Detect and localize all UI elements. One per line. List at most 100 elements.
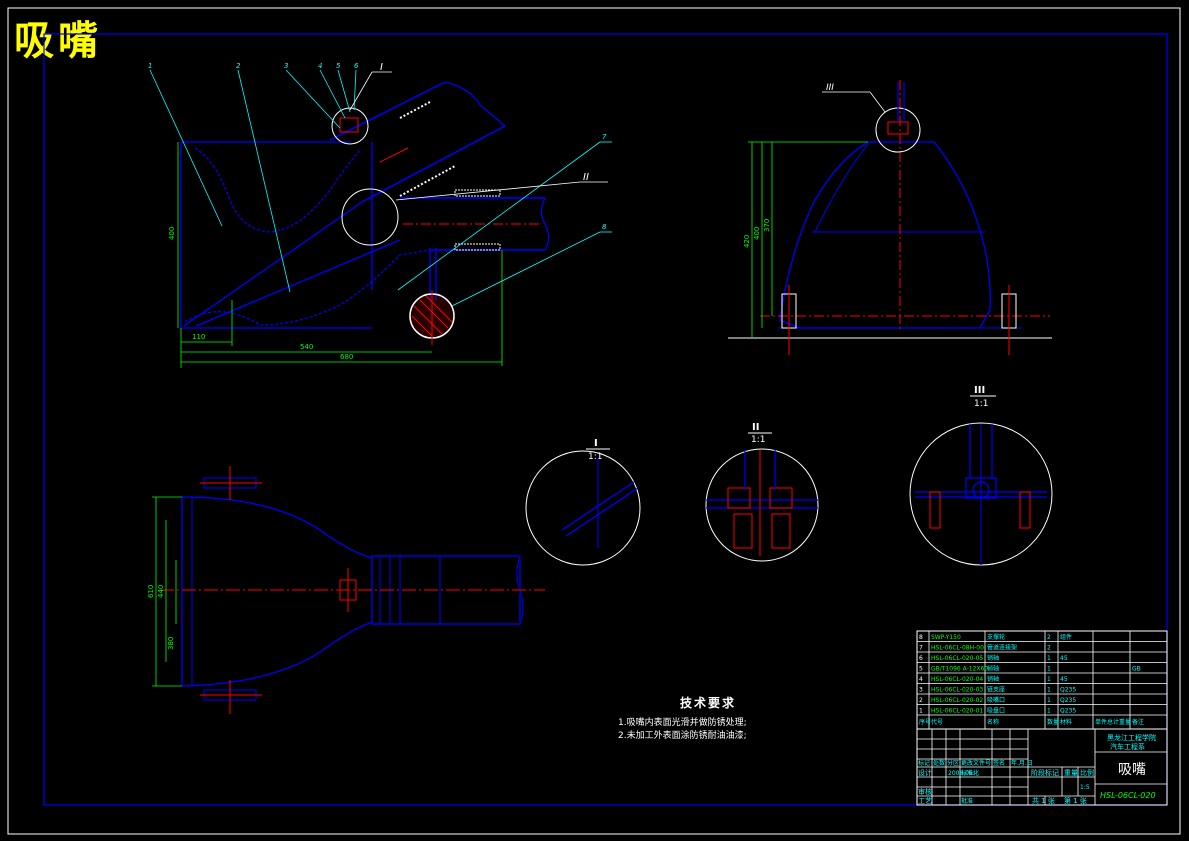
bom-cell-code: HSL-06CL-020-03	[931, 687, 983, 694]
detail-III-leg-r	[1019, 491, 1031, 529]
tb-label-change: 更改文件号	[961, 759, 991, 767]
bom-cell-code: SWP-Y150	[931, 634, 961, 641]
tb-weight: 重量	[1064, 769, 1078, 777]
tb-sheet-no: 第 1 张	[1064, 796, 1087, 805]
bom-cell-qty: 1	[1047, 655, 1051, 662]
inclined-floor-2	[195, 239, 401, 327]
dim-680: 680	[340, 353, 353, 361]
bom-cell-qty: 1	[1047, 697, 1051, 704]
callout-7: 7	[602, 133, 607, 141]
bom-cell-code: HSL-06CL-020-01	[931, 708, 983, 715]
leader-8	[451, 231, 601, 307]
inclined-floor	[183, 201, 363, 327]
wheel-hatch	[411, 295, 453, 337]
detail-I-label: I	[594, 438, 598, 449]
dim-540: 540	[300, 343, 313, 351]
leader-5	[337, 69, 351, 113]
side-view: III 420 400 370	[728, 80, 1052, 355]
tb-approve: 批准	[961, 797, 973, 805]
bom-cell-qty: 1	[1047, 687, 1051, 694]
pipe-break	[540, 197, 550, 251]
dim-110: 110	[192, 333, 205, 341]
bom-cell-qty: 1	[1047, 676, 1051, 683]
bom-cell-no: 3	[919, 687, 923, 694]
callout-5: 5	[336, 62, 341, 70]
bom-cell-code: HSL-06CL-020-02	[931, 697, 983, 704]
tb-sheets: 共 1 张	[1032, 796, 1055, 805]
detail-II-block-rb	[771, 513, 791, 549]
tb-label-sign: 签名	[993, 759, 1005, 767]
detail-mark-I: I	[380, 62, 383, 73]
tb-label-date: 年.月.日	[1011, 759, 1033, 767]
detail-III-label: III	[974, 385, 985, 396]
bom-cell-name: 销轴	[987, 675, 999, 683]
title-block: 标记 处数 分区 更改文件号 签名 年.月.日 设计 2006.06. 标准化 …	[916, 728, 1168, 806]
bom-cell-note: GB	[1132, 666, 1141, 673]
tb-std: 标准化	[961, 769, 979, 777]
tb-role-check: 审核	[918, 787, 932, 796]
side-dim-370: 370	[763, 219, 771, 232]
detail-mark-II: II	[583, 172, 589, 183]
bom-cell-name: 管道连接架	[987, 644, 1017, 652]
leader-I	[349, 71, 373, 111]
tb-label-count: 处数	[933, 759, 945, 767]
top-dim-440: 440	[157, 585, 165, 598]
top-dim-610: 610	[147, 585, 155, 598]
bom-cell-code: HSL-06CL-020-05	[931, 655, 983, 662]
leader-7	[397, 141, 601, 291]
detail-I-scale: 1:1	[588, 452, 602, 462]
callout-1: 1	[148, 62, 152, 70]
tb-label-mark: 标记	[918, 759, 930, 767]
detail-III-scale: 1:1	[974, 399, 988, 409]
side-dim-400: 400	[753, 227, 761, 240]
leader-1	[149, 69, 223, 227]
bom-cell-material: Q235	[1060, 687, 1076, 694]
tb-label-zone: 分区	[947, 759, 959, 767]
side-dim-420: 420	[743, 235, 751, 248]
bom-cell-code: HSL-06CL-08H-00	[931, 645, 984, 652]
front-view: 400 110 540 680 1 2 3 4 5 6 7 8 I II	[148, 62, 612, 368]
detail-view-III: III 1:1	[909, 385, 1053, 566]
top-bell-lower	[181, 621, 373, 687]
drawing-title: 吸嘴	[14, 18, 102, 64]
detail-II-block-lb	[733, 513, 753, 549]
duct-break	[444, 81, 506, 127]
bom-header-note: 备注	[1132, 718, 1144, 726]
tb-role-process: 工艺	[918, 797, 932, 805]
bom-cell-code: GB/T1096 A-12X60	[931, 666, 988, 673]
tb-stage: 阶段标记	[1031, 768, 1059, 777]
side-inner-arc	[814, 143, 869, 233]
top-dim-380: 380	[167, 637, 175, 650]
detail-II-circle	[705, 448, 819, 562]
detail-view-II: II 1:1	[705, 422, 819, 562]
leader-4	[319, 69, 346, 119]
bom-header-name: 名称	[987, 718, 999, 726]
bom-cell-no: 5	[919, 666, 923, 673]
bom-cell-no: 1	[919, 708, 923, 715]
detail-view-I: I 1:1	[525, 438, 641, 566]
detail-III-leg-l	[929, 491, 941, 529]
bom-cell-name: 链支座	[987, 686, 1005, 694]
tb-part-name: 吸嘴	[1118, 762, 1146, 778]
tb-ratio-label: 比例	[1080, 768, 1094, 777]
detail-circle-II	[341, 188, 399, 246]
detail-mark-III-side: III	[826, 83, 834, 93]
bom-cell-qty: 2	[1047, 634, 1051, 641]
bom-cell-no: 4	[919, 676, 923, 683]
tb-role-design: 设计	[918, 768, 932, 777]
detail-I-line-2	[565, 487, 639, 537]
leader-II	[395, 181, 581, 201]
bom-header-material: 材料	[1060, 718, 1072, 726]
leader-2	[237, 69, 291, 293]
detail-II-block-r	[769, 487, 793, 509]
detail-I-bolt	[339, 117, 359, 133]
bom-cell-name: 吸嘴口	[987, 696, 1005, 704]
inner-frame	[43, 33, 1168, 806]
flange-bottom	[454, 243, 501, 251]
duct-upper-edge	[329, 81, 446, 141]
bom-cell-material: 45	[1060, 676, 1068, 683]
bom-cell-name: 吸盘口	[987, 707, 1005, 715]
callout-6: 6	[354, 62, 359, 70]
flange-top	[454, 189, 501, 197]
detail-circle-I	[331, 107, 369, 145]
